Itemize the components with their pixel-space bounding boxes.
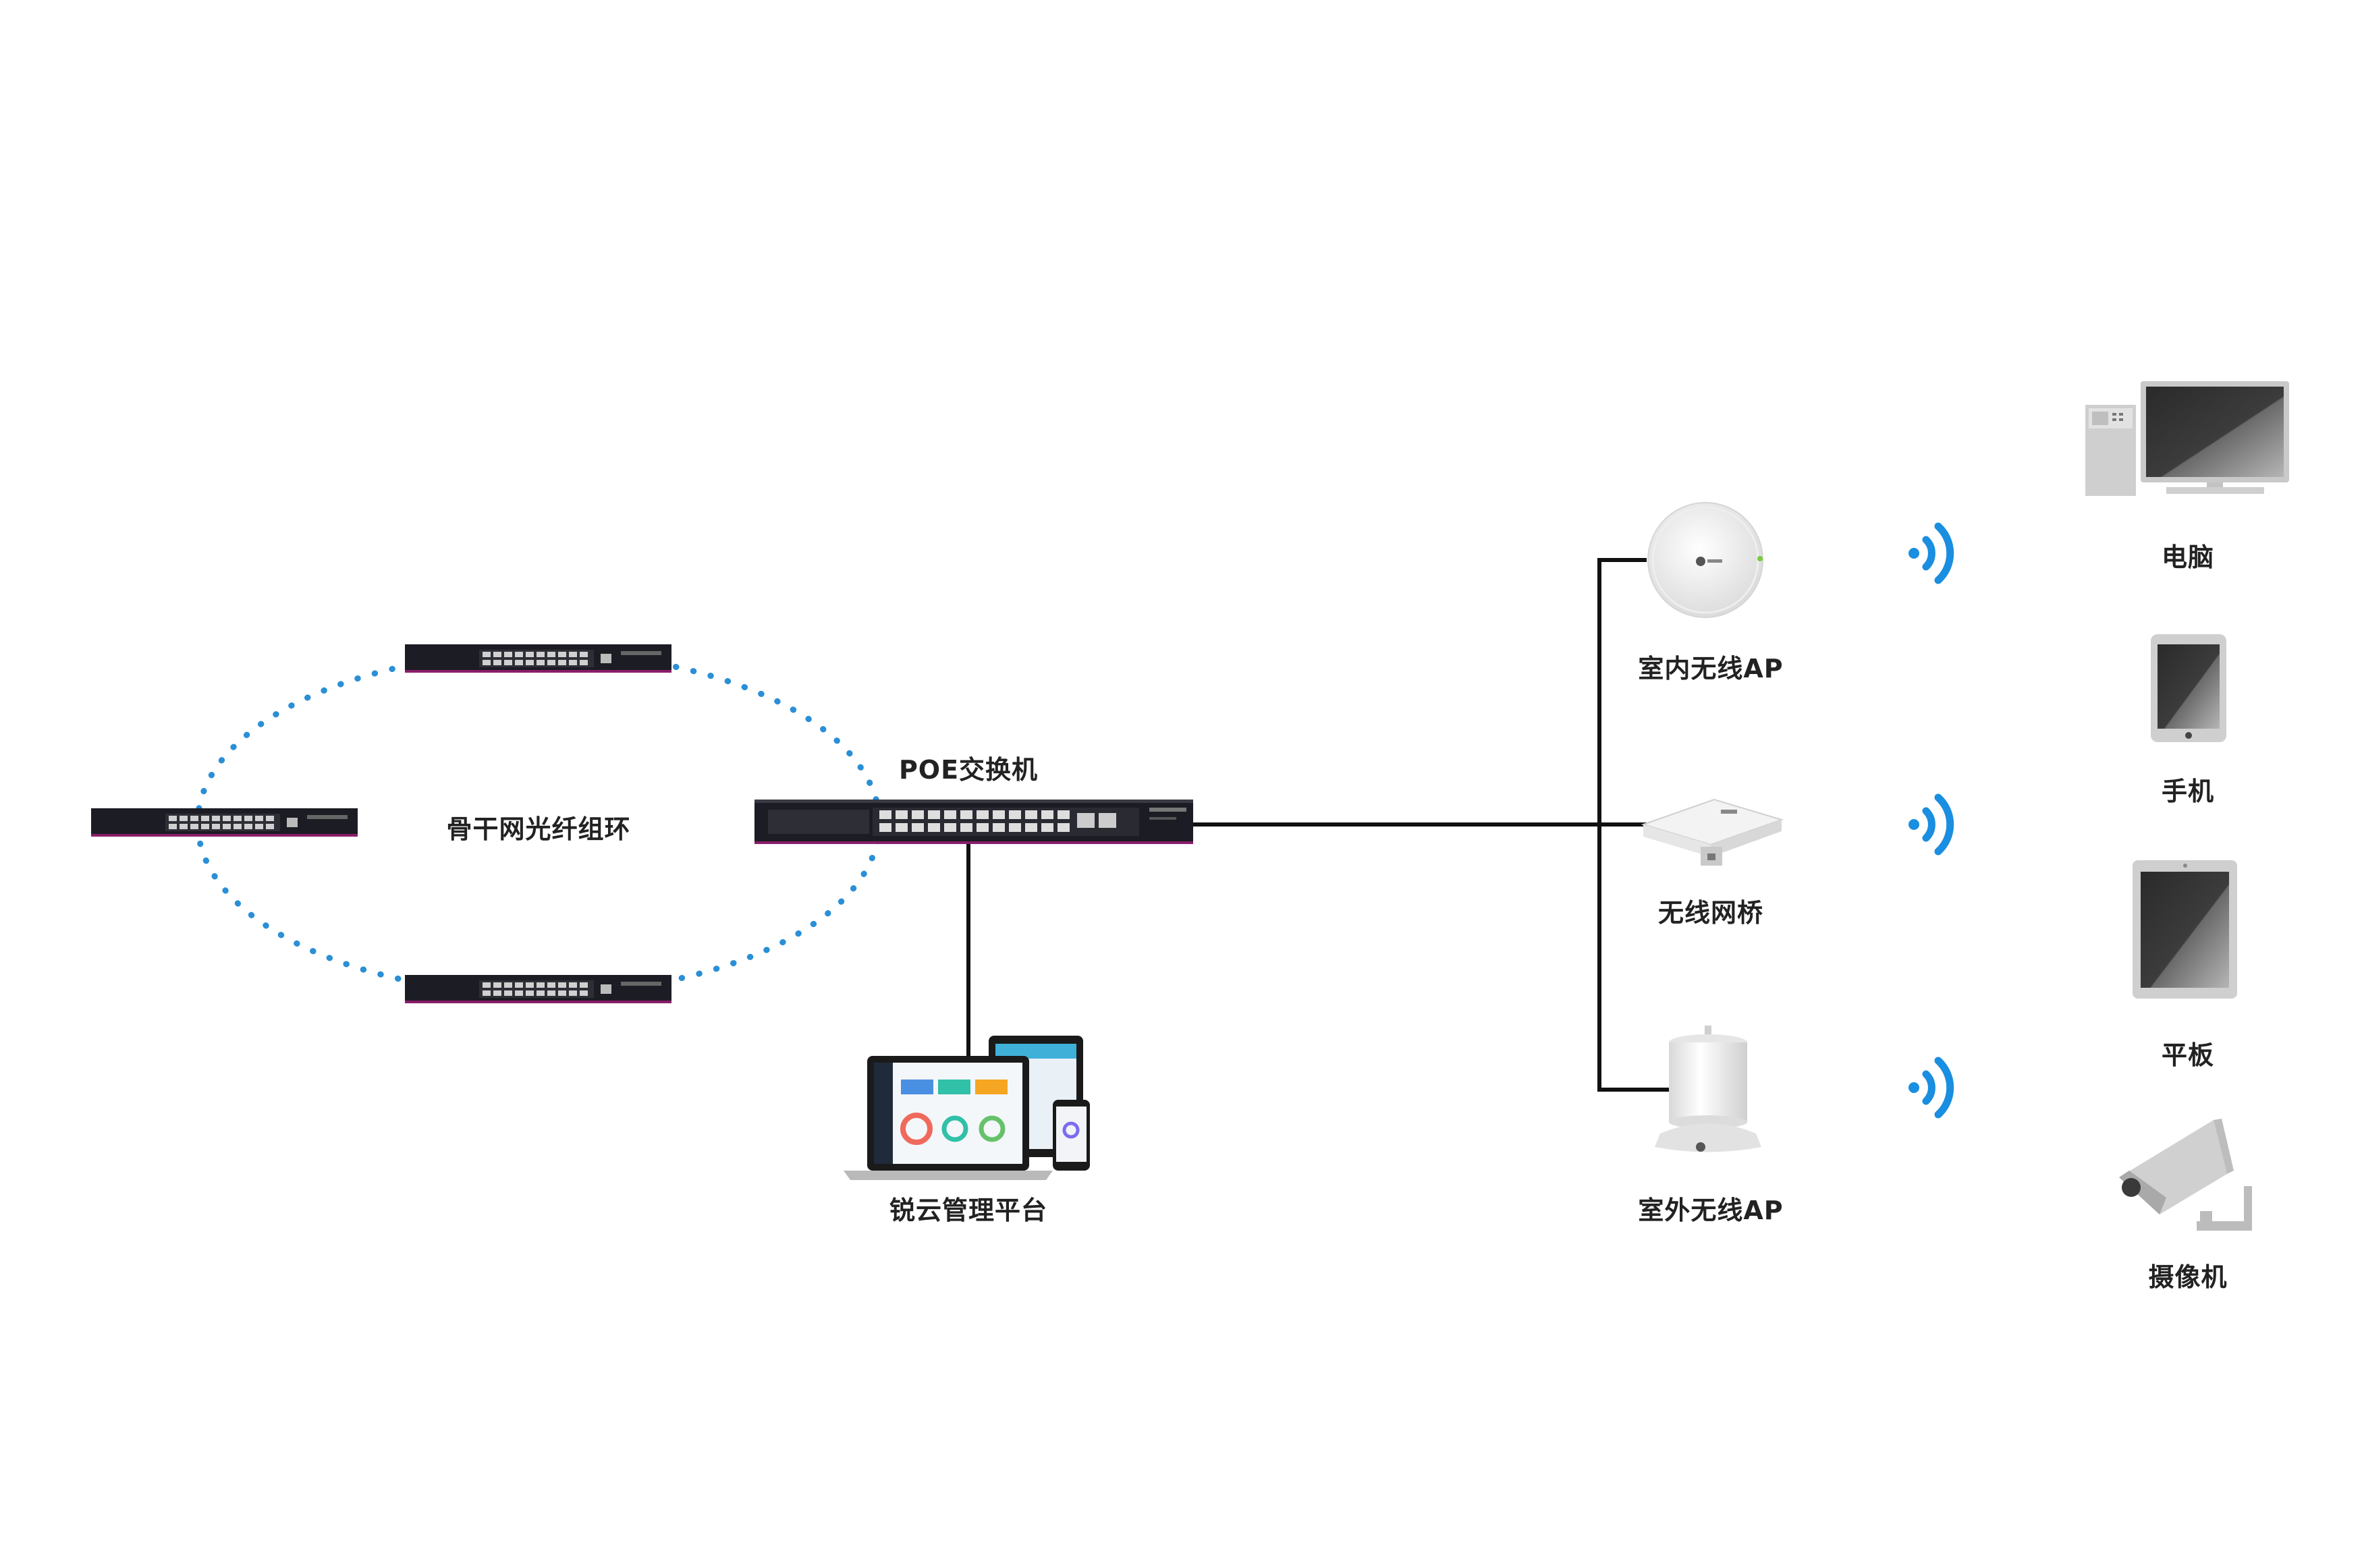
cloud-platform-label: 锐云管理平台 bbox=[889, 1196, 1048, 1225]
pc-label: 电脑 bbox=[2161, 542, 2215, 572]
camera-label: 摄像机 bbox=[2148, 1262, 2228, 1292]
indoor-ap-label: 室内无线AP bbox=[1638, 654, 1784, 683]
pc-icon bbox=[2085, 381, 2289, 496]
ring-switch-bottom bbox=[405, 975, 671, 1003]
outdoor-ap-label: 室外无线AP bbox=[1638, 1196, 1784, 1225]
link-lines bbox=[966, 558, 1680, 1092]
cloud-platform-icon bbox=[844, 1036, 1090, 1180]
ring-label: 骨干网光纤组环 bbox=[446, 814, 631, 844]
phone-label: 手机 bbox=[2161, 777, 2215, 806]
tablet-icon bbox=[2133, 860, 2237, 999]
poe-switch-icon bbox=[754, 800, 1193, 844]
indoor-ap-icon bbox=[1647, 502, 1763, 618]
ring-switch-left bbox=[91, 808, 358, 837]
camera-icon bbox=[2119, 1119, 2252, 1231]
wireless-bridge-label: 无线网桥 bbox=[1657, 898, 1764, 928]
tablet-label: 平板 bbox=[2161, 1040, 2215, 1070]
wifi-signal-icon bbox=[1908, 793, 1954, 856]
poe-switch-label: POE交换机 bbox=[898, 755, 1039, 785]
ring-switch-top bbox=[405, 644, 671, 673]
wifi-signal-icon bbox=[1908, 1057, 1954, 1119]
phone-icon bbox=[2151, 634, 2226, 742]
outdoor-ap-icon bbox=[1655, 1026, 1761, 1152]
wireless-bridge-icon bbox=[1641, 798, 1784, 866]
wifi-signal-icon bbox=[1908, 522, 1954, 584]
